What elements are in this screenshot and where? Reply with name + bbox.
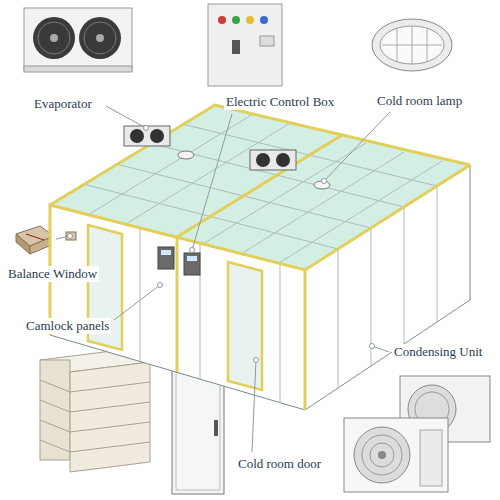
condensing-unit-photo — [344, 376, 490, 492]
part-label: Condensing Unit — [392, 344, 484, 360]
control-box-photo — [208, 4, 282, 86]
part-label: Camlock panels — [24, 318, 111, 334]
panels-photo — [40, 350, 150, 472]
leader-lines — [56, 106, 390, 452]
balance-window-photo — [16, 226, 54, 254]
evaporator-photo — [24, 8, 132, 72]
part-label: Electric Control Box — [224, 94, 336, 110]
door-photo — [172, 368, 224, 494]
part-label: Cold room lamp — [375, 93, 464, 109]
cold-room — [50, 105, 470, 410]
part-label: Cold room door — [236, 456, 323, 472]
part-label: Balance Window — [6, 266, 99, 282]
part-label: Evaporator — [32, 96, 94, 112]
lamp-photo — [372, 19, 452, 71]
